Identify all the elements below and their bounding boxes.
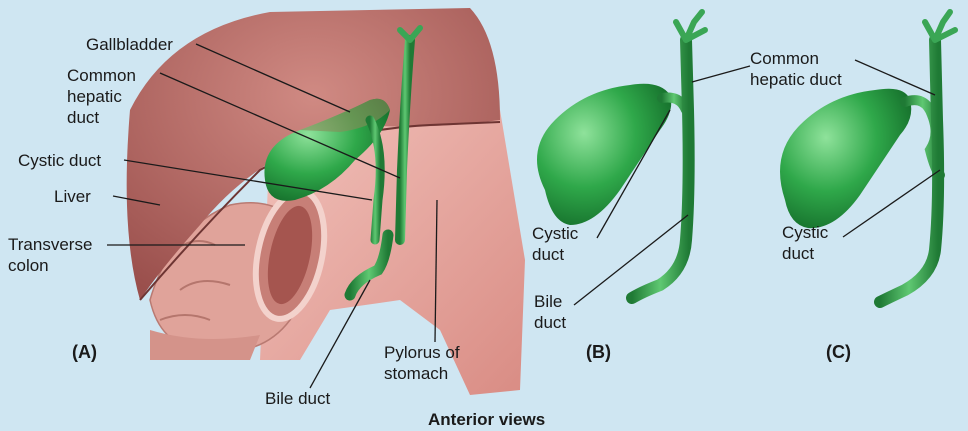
gallbladder-b [537,84,671,225]
label-transverse-colon: Transverse colon [8,234,92,276]
label-liver: Liver [54,186,91,207]
duct-c [880,40,938,302]
label-common-hepatic-duct-c: Common hepatic duct [750,48,842,90]
label-gallbladder: Gallbladder [86,34,173,55]
panel-label-b: (B) [586,342,611,363]
label-common-hepatic-duct-a: Common hepatic duct [67,65,136,128]
panel-a-illustration [127,8,525,395]
panel-label-a: (A) [72,342,97,363]
label-pylorus: Pylorus of stomach [384,342,460,384]
duct-b [632,40,689,298]
gallbladder-c [780,89,911,228]
label-cystic-duct-c: Cystic duct [782,222,828,264]
leader-common-hepatic-duct-b [692,66,750,82]
label-bile-duct-a: Bile duct [265,388,330,409]
label-cystic-duct-a: Cystic duct [18,150,101,171]
label-bile-duct-b: Bile duct [534,291,566,333]
leader-bile-duct-b [574,215,688,305]
label-cystic-duct-b: Cystic duct [532,223,578,265]
panel-label-c: (C) [826,342,851,363]
figure-caption: Anterior views [428,409,545,430]
